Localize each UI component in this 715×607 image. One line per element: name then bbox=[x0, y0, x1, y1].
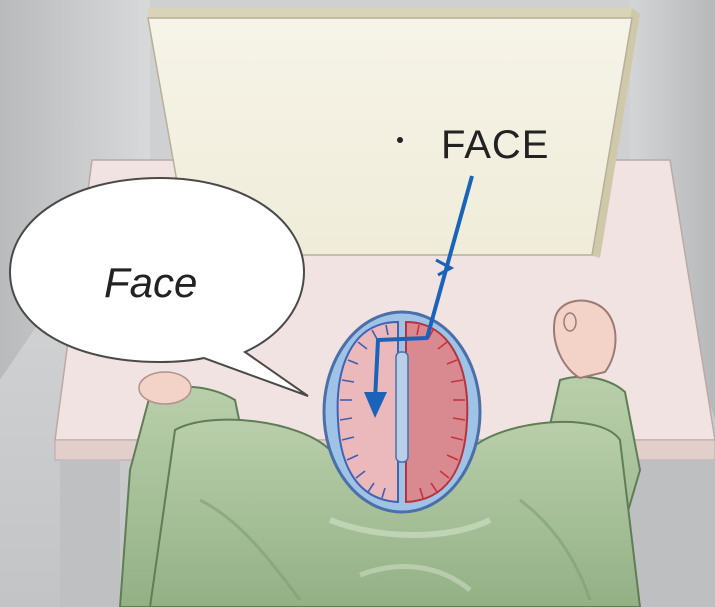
head-brain bbox=[324, 312, 480, 512]
fixation-point bbox=[397, 137, 403, 143]
screen-word: FACE bbox=[441, 123, 549, 167]
corpus-callosum bbox=[396, 352, 408, 462]
speech-text: Face bbox=[104, 259, 197, 306]
left-hand bbox=[139, 372, 191, 404]
